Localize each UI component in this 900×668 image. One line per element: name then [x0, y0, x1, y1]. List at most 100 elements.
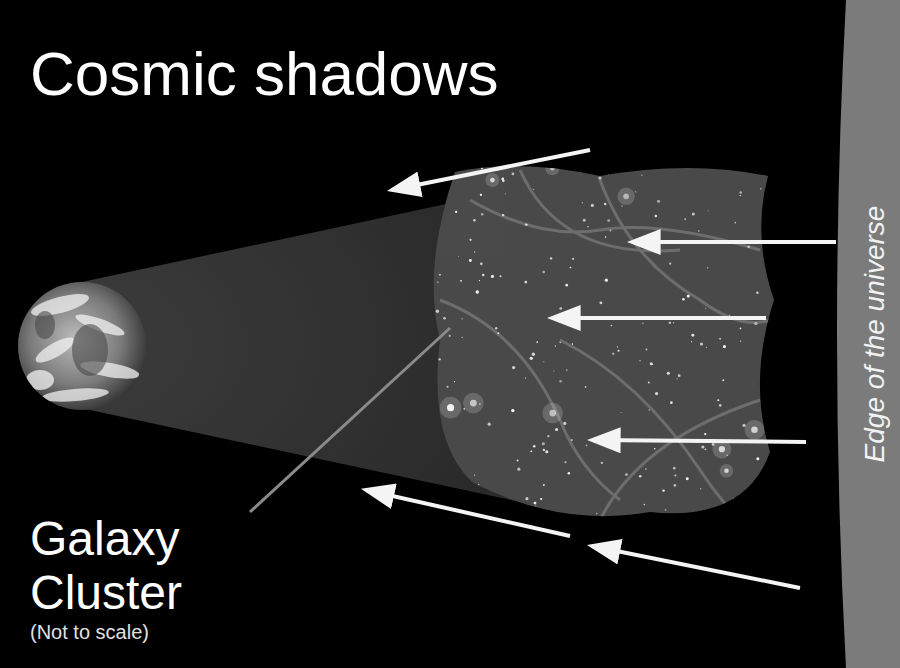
star	[744, 500, 747, 503]
star	[535, 505, 536, 506]
star	[605, 236, 607, 238]
star	[655, 215, 657, 217]
star	[480, 194, 482, 196]
star	[612, 353, 614, 355]
star	[765, 359, 767, 361]
star	[524, 281, 527, 284]
star	[722, 379, 724, 381]
star	[618, 350, 620, 352]
star	[724, 469, 729, 474]
star	[439, 502, 442, 505]
star	[665, 509, 667, 511]
star-glow	[440, 397, 462, 419]
star	[645, 468, 646, 469]
star	[733, 498, 734, 499]
star	[555, 428, 558, 431]
star	[564, 461, 566, 463]
star	[559, 307, 562, 310]
star	[428, 292, 429, 293]
star	[599, 301, 602, 304]
star	[667, 372, 670, 375]
star	[756, 292, 758, 294]
star	[735, 222, 737, 224]
star	[682, 298, 684, 300]
star	[754, 322, 757, 325]
star	[604, 203, 607, 206]
star	[443, 317, 446, 320]
star	[726, 454, 727, 455]
star	[699, 524, 701, 526]
star	[719, 404, 722, 407]
star	[563, 422, 566, 425]
star	[532, 353, 535, 356]
star	[586, 445, 588, 447]
star	[499, 275, 501, 277]
callout-label: Galaxy Cluster	[30, 512, 260, 620]
star	[776, 369, 777, 370]
star	[566, 369, 568, 371]
star	[639, 475, 642, 478]
earth	[18, 282, 146, 410]
star	[611, 325, 613, 327]
star	[460, 280, 462, 282]
star	[646, 348, 648, 350]
star	[517, 459, 519, 461]
star-glow	[542, 403, 562, 423]
star	[740, 327, 742, 329]
star	[763, 400, 766, 403]
star	[635, 191, 636, 192]
note: (Not to scale)	[30, 620, 149, 644]
star	[549, 410, 556, 417]
star	[533, 445, 535, 447]
star	[641, 175, 642, 176]
star	[543, 449, 545, 451]
star	[559, 380, 562, 383]
star	[481, 213, 483, 215]
star	[490, 178, 495, 183]
star	[687, 294, 690, 297]
star	[607, 173, 609, 175]
star	[463, 408, 465, 410]
star	[676, 378, 677, 379]
star	[623, 193, 629, 199]
star	[701, 445, 704, 448]
star	[540, 498, 542, 500]
star	[550, 257, 552, 259]
star	[747, 246, 750, 249]
star	[717, 399, 719, 401]
star	[777, 169, 779, 171]
star	[497, 332, 499, 334]
star	[480, 262, 483, 265]
star	[598, 176, 601, 179]
star	[550, 166, 555, 171]
star	[470, 157, 473, 160]
star	[505, 193, 506, 194]
star	[512, 366, 515, 369]
star	[428, 262, 429, 263]
star	[746, 503, 749, 506]
star-glow	[617, 188, 634, 205]
star	[424, 445, 427, 448]
star	[458, 256, 459, 257]
star	[652, 364, 653, 365]
star	[427, 319, 430, 322]
star	[700, 488, 701, 489]
star	[479, 403, 481, 405]
star	[591, 204, 594, 207]
star	[437, 281, 438, 282]
star	[764, 375, 767, 378]
star	[469, 259, 472, 262]
star	[691, 341, 692, 342]
star	[502, 214, 504, 216]
star	[673, 322, 674, 323]
star	[705, 308, 706, 309]
star	[442, 490, 444, 492]
star	[555, 345, 557, 347]
star	[700, 342, 703, 345]
star	[428, 483, 431, 486]
edge-band: Edge of the universe	[828, 0, 900, 668]
star	[530, 450, 532, 452]
star	[447, 386, 449, 388]
star	[559, 341, 561, 343]
star	[447, 404, 454, 411]
